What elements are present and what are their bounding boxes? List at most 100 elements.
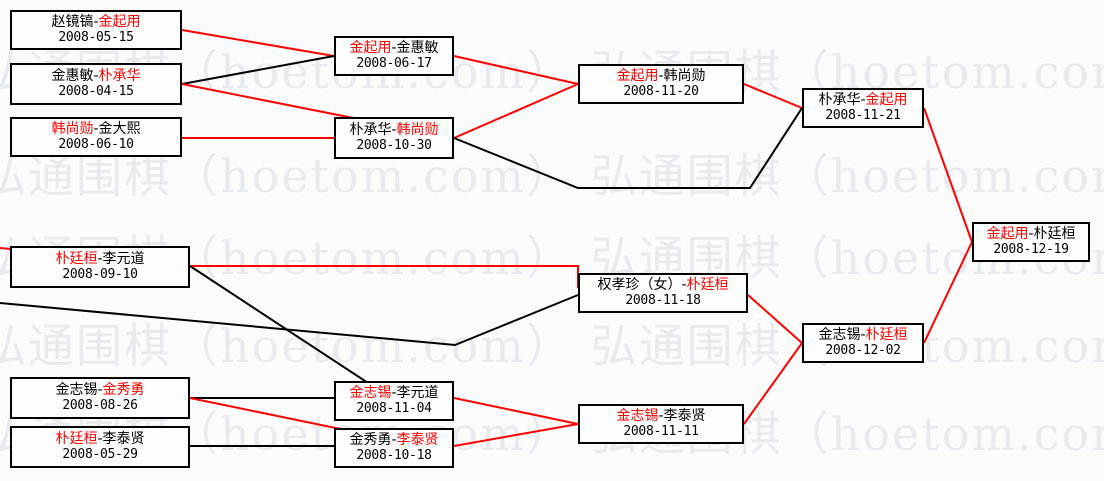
- player-right: 李泰贤: [396, 431, 439, 448]
- match-players: 朴廷桓-李泰贤: [55, 430, 145, 448]
- connector-line: [189, 265, 395, 401]
- match-date: 2008-09-10: [62, 266, 138, 282]
- connector-line: [747, 294, 803, 344]
- match-players: 金秀勇-李泰贤: [349, 431, 439, 449]
- player-right: 金秀勇: [102, 381, 145, 398]
- match-date: 2008-06-10: [58, 136, 134, 152]
- player-separator: -: [93, 13, 99, 30]
- player-separator: -: [391, 39, 397, 56]
- connector-line: [453, 423, 579, 447]
- player-left: 金志锡: [818, 326, 861, 343]
- match-date: 2008-12-19: [993, 241, 1069, 257]
- match-date: 2008-12-02: [825, 342, 901, 358]
- match-date: 2008-11-04: [356, 400, 432, 416]
- player-right: 金起用: [865, 91, 908, 108]
- match-players: 金志锡-朴廷桓: [818, 326, 908, 344]
- match-players: 金志锡-金秀勇: [55, 381, 145, 399]
- player-left: 朴廷桓: [55, 430, 98, 447]
- match-date: 2008-11-11: [623, 423, 699, 439]
- player-separator: -: [97, 250, 103, 267]
- match-players: 朴承华-韩尚勋: [349, 121, 439, 139]
- match-date: 2008-10-18: [356, 447, 432, 463]
- match-players: 朴承华-金起用: [818, 91, 908, 109]
- match-players: 金起用-朴廷桓: [986, 225, 1076, 243]
- player-separator: -: [391, 384, 397, 401]
- player-left: 金起用: [349, 39, 392, 56]
- player-left: 金起用: [986, 225, 1029, 242]
- player-separator: -: [860, 326, 866, 343]
- player-left: 金志锡: [55, 381, 98, 398]
- match-date: 2008-11-21: [825, 107, 901, 123]
- player-right: 金大熙: [98, 120, 141, 137]
- player-right: 韩尚勋: [663, 67, 706, 84]
- connector-line: [190, 265, 579, 288]
- player-separator: -: [93, 120, 99, 137]
- match-date: 2008-06-17: [356, 55, 432, 71]
- player-left: 金志锡: [349, 384, 392, 401]
- player-right: 朴廷桓: [865, 326, 908, 343]
- player-right: 韩尚勋: [396, 121, 439, 138]
- player-left: 金秀勇: [349, 431, 392, 448]
- match-players: 金志锡-李元道: [349, 384, 439, 402]
- player-right: 金惠敏: [396, 39, 439, 56]
- player-right: 朴廷桓: [686, 276, 729, 293]
- connector-line: [181, 29, 335, 57]
- match-date: 2008-04-15: [58, 83, 134, 99]
- player-separator: -: [97, 381, 103, 398]
- player-separator: -: [658, 67, 664, 84]
- player-separator: -: [97, 430, 103, 447]
- match-date: 2008-05-29: [62, 446, 138, 462]
- player-right: 朴承华: [98, 67, 141, 84]
- player-left: 金起用: [616, 67, 659, 84]
- connector-line: [453, 55, 579, 85]
- connector-line: [923, 241, 973, 344]
- match-players: 韩尚勋-金大熙: [51, 120, 141, 138]
- match-date: 2008-08-26: [62, 397, 138, 413]
- player-left: 朴廷桓: [55, 250, 98, 267]
- match-players: 权孝珍（女）-朴廷桓: [597, 276, 729, 294]
- player-separator: -: [658, 407, 664, 424]
- match-players: 金起用-金惠敏: [349, 39, 439, 57]
- player-left: 朴承华: [349, 121, 392, 138]
- player-right: 李泰贤: [102, 430, 145, 447]
- player-separator: -: [93, 67, 99, 84]
- connector-line: [743, 342, 803, 425]
- connector-line: [453, 107, 803, 189]
- player-separator: -: [681, 276, 687, 293]
- player-separator: -: [1028, 225, 1034, 242]
- player-separator: -: [391, 121, 397, 138]
- player-left: 金惠敏: [51, 67, 94, 84]
- player-right: 李泰贤: [663, 407, 706, 424]
- connector-line: [453, 83, 579, 139]
- player-left: 金志锡: [616, 407, 659, 424]
- connector-line: [181, 55, 335, 85]
- player-left: 赵镜镐: [51, 13, 94, 30]
- player-right: 李元道: [396, 384, 439, 401]
- player-left: 韩尚勋: [51, 120, 94, 137]
- connector-line: [0, 294, 579, 347]
- player-right: 金起用: [98, 13, 141, 30]
- connector-line: [743, 83, 803, 109]
- match-date: 2008-11-18: [625, 292, 701, 308]
- connector-line: [923, 107, 973, 243]
- player-right: 朴廷桓: [1033, 225, 1076, 242]
- player-separator: -: [860, 91, 866, 108]
- match-date: 2008-11-20: [623, 83, 699, 99]
